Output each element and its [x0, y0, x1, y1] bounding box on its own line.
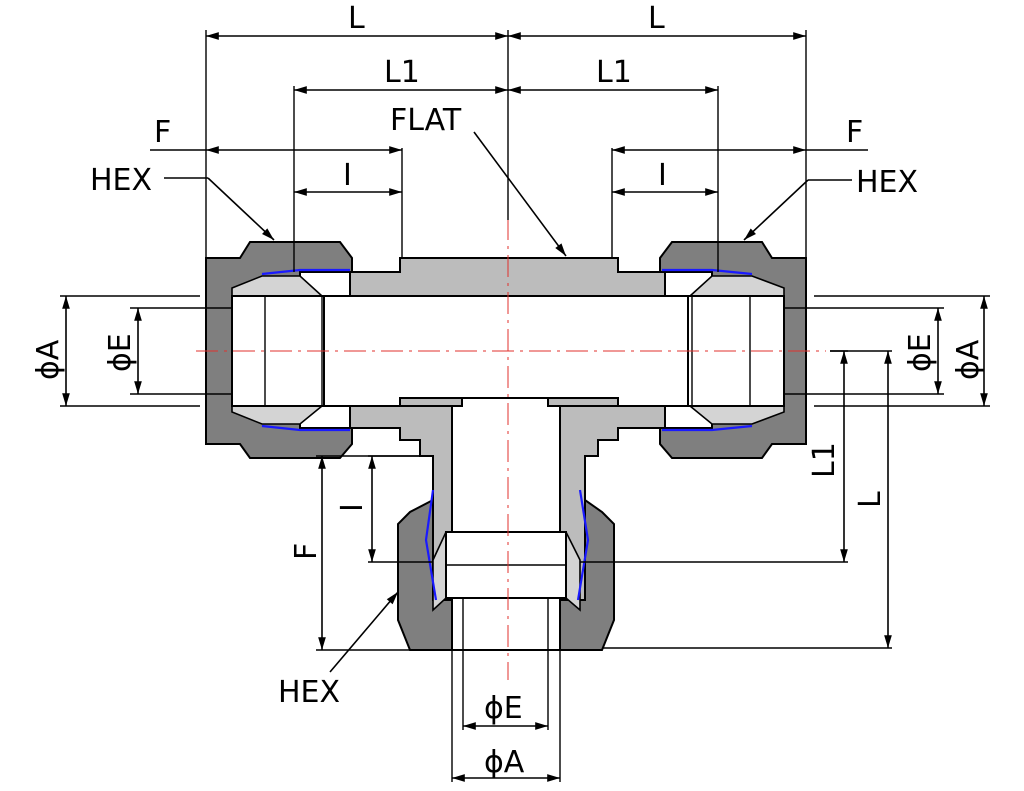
label-phi-e-left: ϕE — [103, 333, 138, 372]
centerlines — [196, 218, 826, 680]
label-l1-right: L1 — [596, 55, 632, 90]
bottom-hex-nut — [397, 489, 615, 651]
label-l1-lower: L1 — [807, 442, 842, 478]
label-phi-a-left: ϕA — [31, 339, 66, 380]
label-l-left: L — [348, 1, 365, 36]
leaders — [164, 131, 852, 673]
label-i-lower: I — [335, 503, 370, 512]
label-l-right: L — [648, 1, 665, 36]
label-f-right: F — [846, 115, 863, 150]
labels: L L L1 L1 F F I I HEX HEX FLAT HEX ϕE ϕA… — [31, 1, 986, 780]
dimension-lines — [62, 32, 988, 782]
label-hex-left: HEX — [90, 163, 152, 198]
label-hex-right: HEX — [856, 165, 918, 200]
label-i-left: I — [343, 158, 352, 193]
label-phi-a-bottom: ϕA — [484, 745, 525, 780]
label-phi-e-bottom: ϕE — [484, 691, 523, 726]
label-f-left: F — [154, 115, 171, 150]
label-l1-left: L1 — [384, 55, 420, 90]
label-phi-e-right: ϕE — [903, 333, 938, 372]
label-f-lower: F — [289, 543, 324, 560]
label-phi-a-right: ϕA — [951, 339, 986, 380]
label-i-right: I — [658, 158, 667, 193]
label-flat: FLAT — [390, 103, 462, 138]
label-hex-bottom: HEX — [278, 675, 340, 710]
label-l-lower: L — [853, 491, 888, 508]
